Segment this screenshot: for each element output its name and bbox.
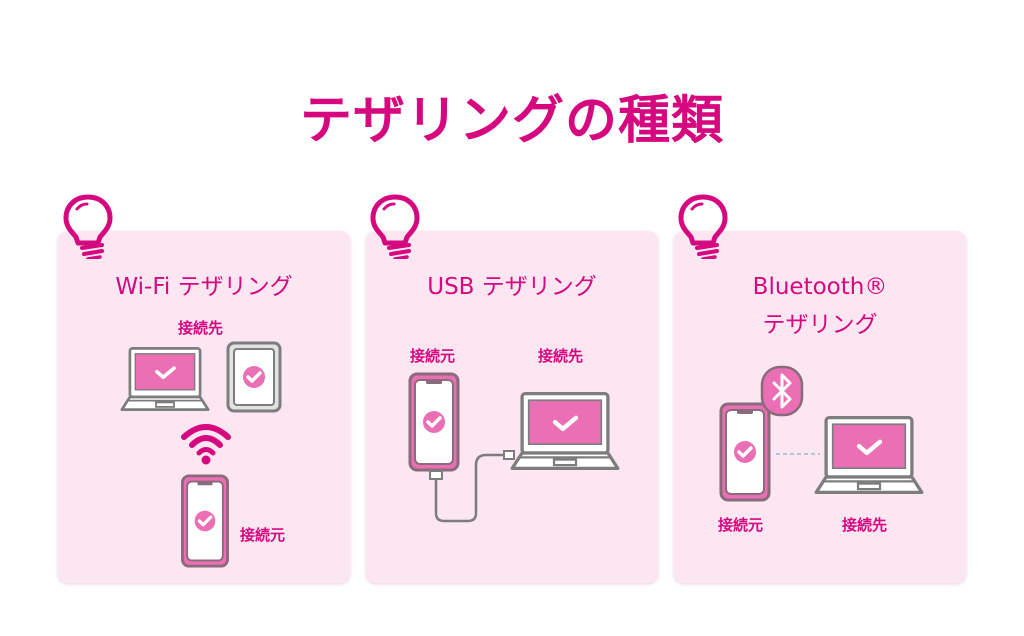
wifi-icon — [181, 424, 231, 465]
destination-label: 接続先 — [538, 347, 584, 365]
usb-tethering-card: USB テザリング 接続元 接続先 — [366, 231, 658, 583]
card-title: USB テザリング — [427, 274, 597, 300]
card-title-line2: テザリング — [762, 312, 878, 338]
bluetooth-tethering-card: Bluetooth® テザリング 接続元 接続先 — [674, 231, 966, 583]
laptop-icon — [510, 391, 620, 471]
card-title: Wi-Fi テザリング — [115, 274, 293, 300]
smartphone-icon — [718, 402, 772, 502]
destination-label: 接続先 — [842, 516, 888, 534]
usb-cable-icon — [429, 450, 515, 523]
source-label: 接続元 — [410, 347, 456, 365]
tablet-icon — [226, 341, 282, 413]
source-label: 接続元 — [718, 516, 764, 534]
bluetooth-icon — [760, 365, 804, 417]
laptop-icon — [120, 346, 210, 412]
connection-line — [776, 453, 820, 455]
destination-label: 接続先 — [178, 319, 224, 337]
lightbulb-icon — [369, 193, 421, 259]
card-title-line1: Bluetooth® — [752, 274, 888, 300]
smartphone-icon — [408, 372, 460, 472]
smartphone-icon — [179, 474, 231, 568]
lightbulb-icon — [677, 193, 729, 259]
lightbulb-icon — [62, 193, 114, 259]
wifi-tethering-card: Wi-Fi テザリング 接続先 接続元 — [58, 231, 350, 583]
laptop-icon — [814, 415, 924, 495]
source-label: 接続元 — [240, 526, 286, 544]
page-title: テザリングの種類 — [299, 91, 724, 151]
